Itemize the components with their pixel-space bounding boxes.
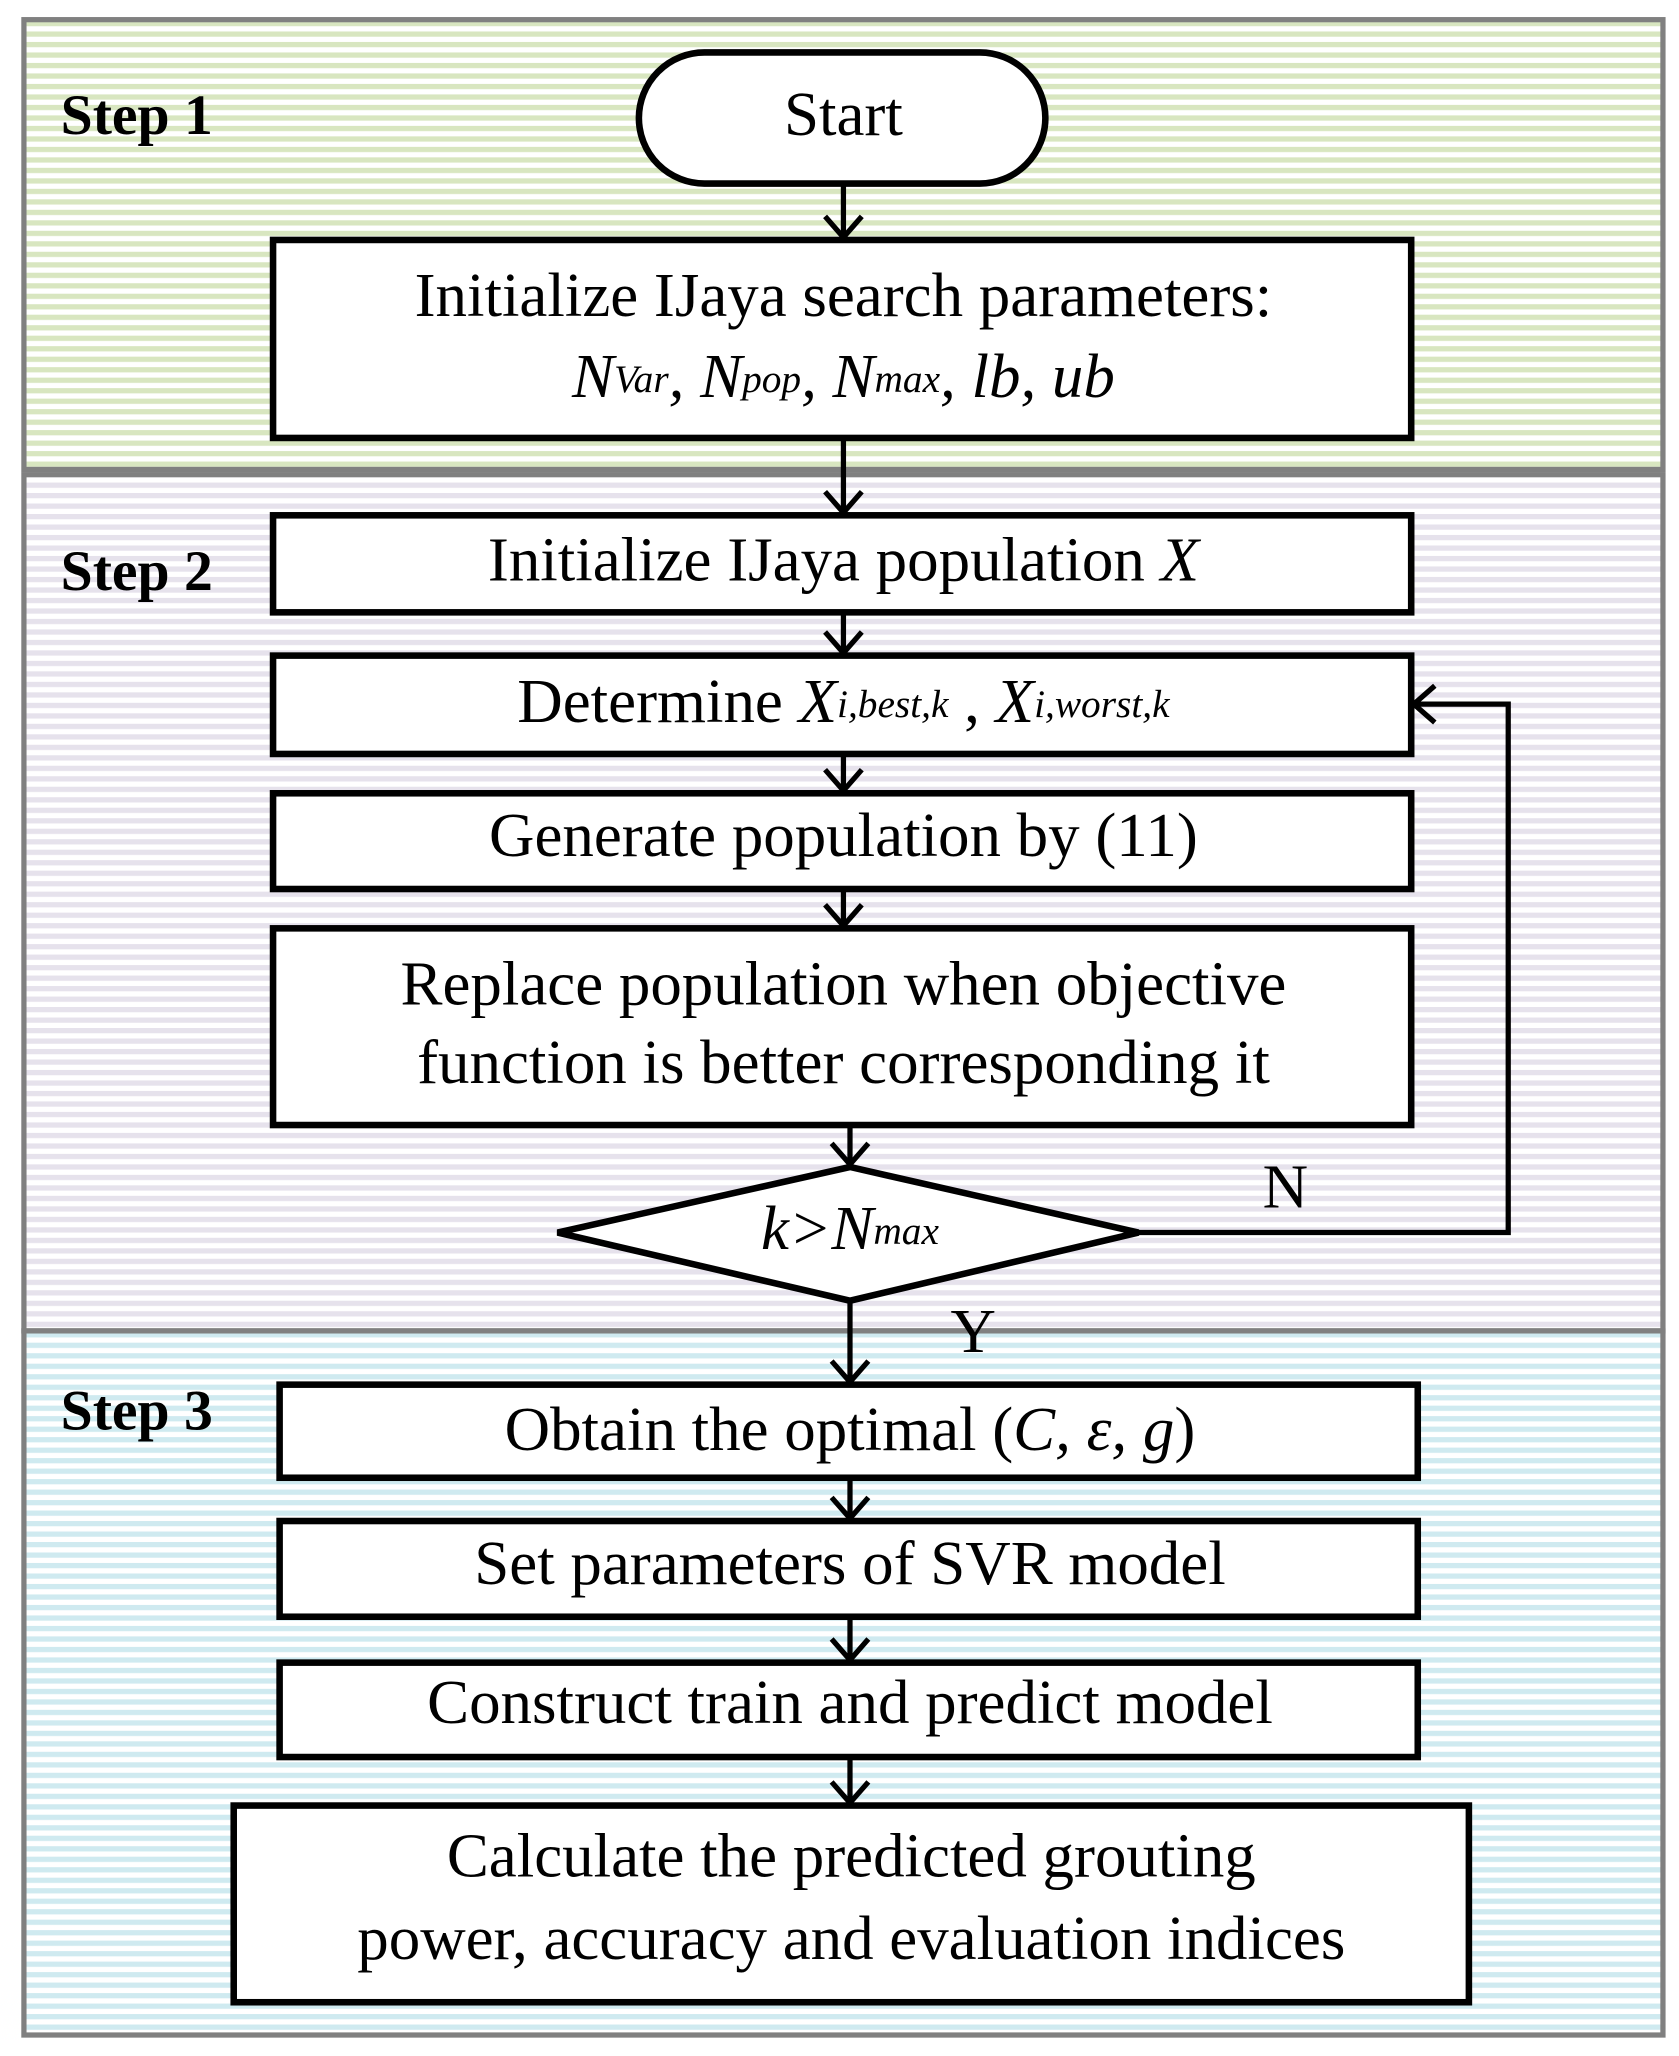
init-population-box	[269, 512, 1415, 616]
construct-label: Construct train and predict model	[427, 1667, 1273, 1737]
init-params-line2: NVar, Npop, Nmax, lb, ub	[571, 341, 1115, 411]
replace-line2: function is better corresponding it	[417, 1027, 1270, 1097]
obtain-label: Obtain the optimal (C, ε, g)	[505, 1394, 1196, 1464]
calculate-line2: power, accuracy and evaluation indices	[357, 1903, 1345, 1973]
decision-diamond	[556, 1163, 1140, 1305]
step1-label: Step 1	[61, 84, 213, 147]
step2-label: Step 2	[61, 540, 213, 603]
obtain-box	[276, 1381, 1422, 1482]
no-label: N	[1263, 1152, 1308, 1222]
determine-box	[269, 652, 1415, 758]
init-params-line1: Initialize IJaya search parameters:	[415, 260, 1273, 330]
yes-label: Y	[951, 1296, 996, 1366]
init-population-label: Initialize IJaya population X	[488, 525, 1202, 595]
generate-label: Generate population by (11)	[489, 800, 1198, 870]
calculate-box	[230, 1802, 1473, 2006]
calculate-line1: Calculate the predicted grouting	[447, 1820, 1256, 1890]
start-terminal	[635, 49, 1049, 187]
construct-box	[276, 1659, 1422, 1761]
set-params-box	[276, 1517, 1422, 1621]
init-params-box	[269, 236, 1415, 442]
determine-label: Determine Xi,best,k , Xi,worst,k	[517, 666, 1171, 736]
start-label: Start	[784, 79, 903, 149]
generate-box	[269, 790, 1415, 893]
set-params-label: Set parameters of SVR model	[474, 1528, 1225, 1598]
replace-box	[269, 925, 1415, 1129]
step3-label: Step 3	[61, 1379, 213, 1442]
replace-line1: Replace population when objective	[401, 948, 1287, 1018]
decision-label: k>Nmax	[761, 1194, 939, 1264]
